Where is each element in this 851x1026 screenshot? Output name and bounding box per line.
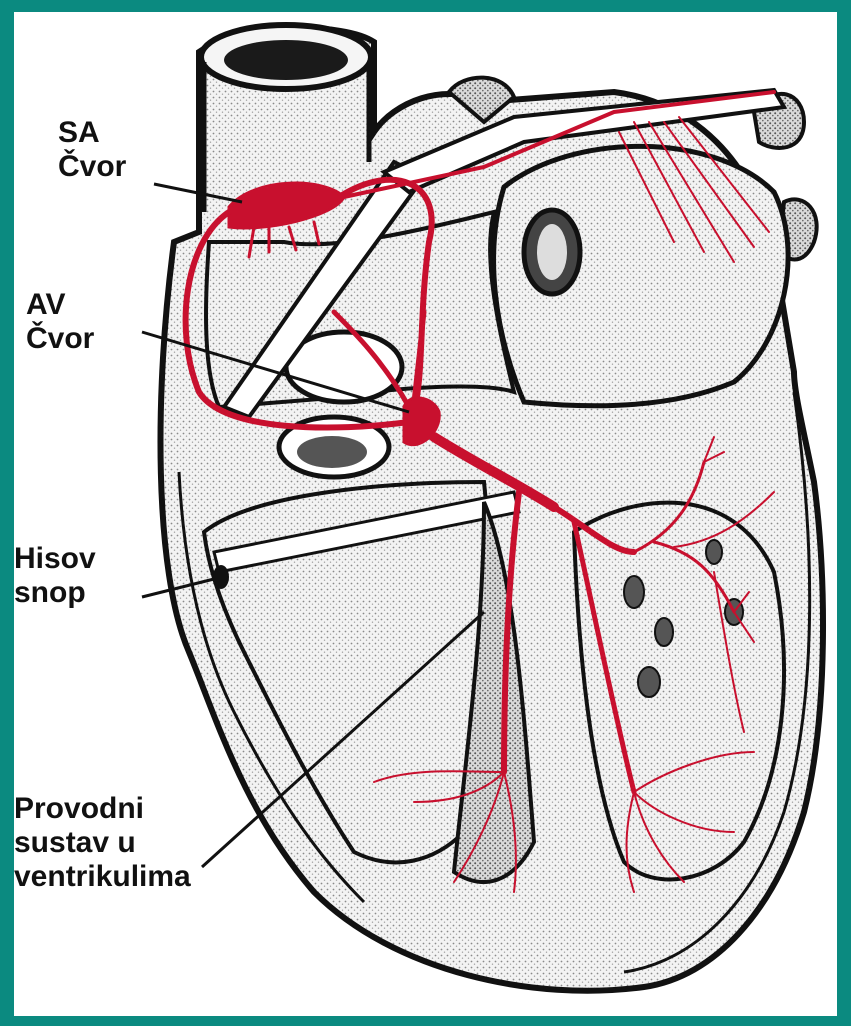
label-his-bundle-line1: Hisov — [14, 542, 96, 576]
label-sa-node-line1: SA — [58, 116, 126, 150]
label-his-bundle-line2: snop — [14, 576, 96, 610]
label-ventricular-system-line2: sustav u — [14, 826, 191, 860]
label-ventricular-system-line1: Provodni — [14, 792, 191, 826]
label-av-node-line1: AV — [26, 288, 94, 322]
label-ventricular-system-line3: ventrikulima — [14, 860, 191, 894]
label-av-node-line2: Čvor — [26, 322, 94, 356]
label-sa-node-line2: Čvor — [58, 150, 126, 184]
label-av-node: AV Čvor — [26, 288, 94, 356]
label-sa-node: SA Čvor — [58, 116, 126, 184]
label-ventricular-system: Provodni sustav u ventrikulima — [14, 792, 191, 894]
label-his-bundle: Hisov snop — [14, 542, 96, 610]
diagram-frame: SA Čvor AV Čvor Hisov snop Provodni sust… — [14, 12, 837, 1016]
